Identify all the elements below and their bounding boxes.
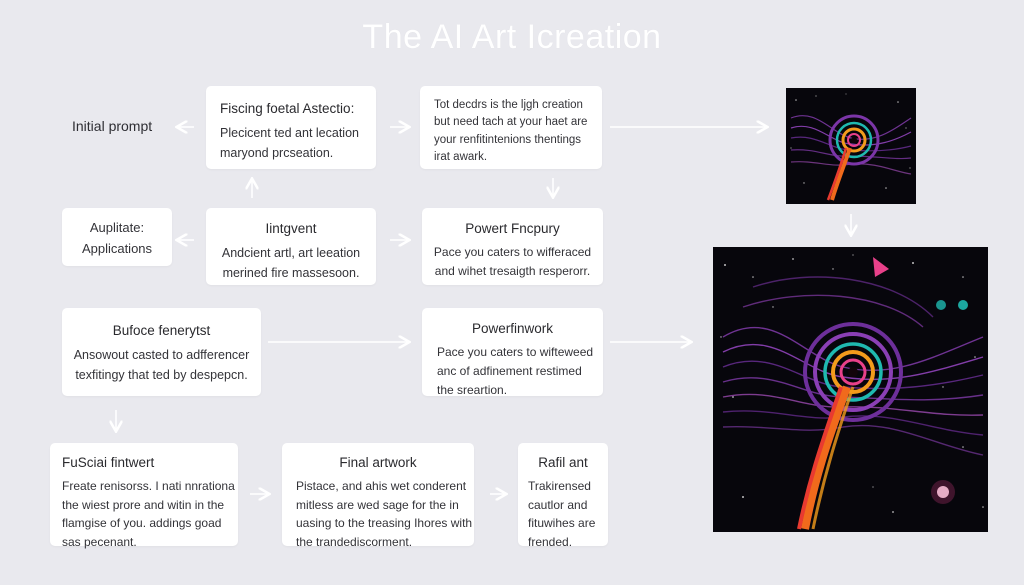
step-box-5-line: Pace you caters to wifferaced xyxy=(433,244,592,259)
step-box-9-line: uasing to the treasing Ihores with xyxy=(296,516,473,531)
step-box-4-line: Andcient artl, art leeation xyxy=(221,245,361,260)
step-box-1-heading: Fiscing foetal Astectio: xyxy=(220,101,355,116)
step-box-2-line: but need tach at your haet are xyxy=(434,116,588,129)
step-box-6-line: texfitingy that ted by despepcn. xyxy=(75,367,248,382)
step-box-9: Final artwork Pistace, and ahis wet cond… xyxy=(282,443,474,549)
step-box-6: Bufoce fenerytst Ansowout casted to adff… xyxy=(62,308,261,396)
galaxy-swirl-image xyxy=(713,247,988,532)
step-box-4-heading: Iintgvent xyxy=(265,221,317,236)
step-box-7: Powerfinwork Pace you caters to wiftewee… xyxy=(422,308,603,397)
step-box-3-line: Applications xyxy=(81,240,153,256)
step-box-1: Fiscing foetal Astectio: Plecicent ted a… xyxy=(206,86,376,169)
step-box-2-line: your renfitintenions thentings xyxy=(434,133,582,146)
step-box-10-line: Trakirensed xyxy=(528,478,591,493)
step-box-8-line: Freate renisorss. I nati nnrationa xyxy=(62,478,235,493)
initial-prompt-label: Initial prompt xyxy=(72,118,153,134)
step-box-2-line: Tot decdrs is the ljgh creation xyxy=(434,99,583,111)
step-box-9-heading: Final artwork xyxy=(339,455,417,470)
step-box-10-line: cautlor and xyxy=(528,497,588,512)
step-box-2-line: irat awark. xyxy=(434,150,488,163)
step-box-4-line: merined fire massesoon. xyxy=(222,265,360,280)
step-box-5-heading: Powert Fncpury xyxy=(465,221,560,236)
step-box-3-line: Auplitate: xyxy=(89,220,145,235)
galaxy-swirl-image xyxy=(786,88,916,204)
artwork-preview-small xyxy=(786,88,916,204)
diagram-title: The AI Art Icreation xyxy=(362,18,662,56)
step-box-5-line: and wihet tresaigth resperorr. xyxy=(434,263,591,278)
step-box-6-heading: Bufoce fenerytst xyxy=(112,323,211,338)
step-box-4: Iintgvent Andcient artl, art leeation me… xyxy=(206,208,376,285)
step-box-10: Rafil ant Trakirensed cautlor and fituwi… xyxy=(518,443,608,549)
step-box-3: Auplitate: Applications xyxy=(62,208,172,266)
step-box-7-heading: Powerfinwork xyxy=(471,321,554,336)
step-box-9-line: Pistace, and ahis wet conderent xyxy=(296,478,467,493)
step-box-1-line: Plecicent ted ant lecation xyxy=(220,125,359,140)
step-box-9-line: mitless are wed sage for the in xyxy=(296,497,459,512)
step-box-7-line: the sreartion. xyxy=(437,382,508,397)
step-box-7-line: anc of adfinement restimed xyxy=(437,363,582,378)
step-box-8-line: flamgise of you. addings goad xyxy=(62,516,222,531)
step-box-10-heading: Rafil ant xyxy=(538,455,588,470)
step-box-9-line: the trandediscorment. xyxy=(296,534,413,549)
step-box-7-line: Pace you caters to wifteweed xyxy=(437,344,594,359)
step-box-5: Powert Fncpury Pace you caters to wiffer… xyxy=(422,208,603,285)
step-box-6-line: Ansowout casted to adfferencer xyxy=(73,347,250,362)
step-box-2: Tot decdrs is the ljgh creation but need… xyxy=(420,86,602,169)
step-box-8-line: the wiest prore and witin in the xyxy=(62,497,225,512)
step-box-1-line: maryond prcseation. xyxy=(220,145,334,160)
step-box-8-line: sas pecenant. xyxy=(62,534,137,549)
step-box-8-heading: FuSciai fintwert xyxy=(62,455,155,470)
step-box-10-line: frended. xyxy=(528,534,573,549)
step-box-8: FuSciai fintwert Freate renisorss. I nat… xyxy=(50,443,238,549)
step-box-10-line: fituwihes are xyxy=(528,516,596,531)
artwork-final-large xyxy=(713,247,988,532)
